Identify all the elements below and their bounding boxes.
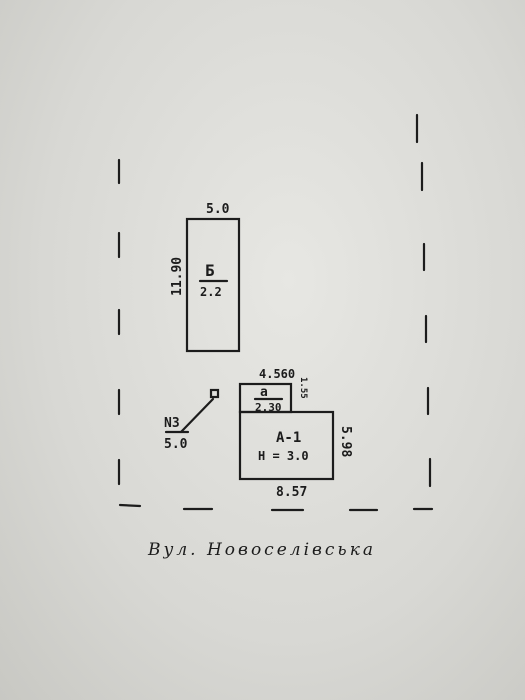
annex-a-value: 2.30 <box>255 401 282 414</box>
building-b-value: 2.2 <box>200 285 222 299</box>
fence-n3-label: N3 <box>164 416 180 431</box>
building-a1-height: Н = 3.0 <box>258 449 309 463</box>
building-a1-label: А-1 <box>276 430 301 446</box>
fence-n3-length: 5.0 <box>164 437 188 452</box>
fence-n3: N3 5.0 <box>164 388 220 452</box>
annex-a-label: а <box>260 385 268 400</box>
building-b: 5.0 11.90 Б 2.2 <box>170 202 241 353</box>
building-b-width: 5.0 <box>206 202 230 217</box>
building-a1: 4.560 1.55 а 2.30 А-1 Н = 3.0 8.57 5.98 <box>238 367 353 500</box>
building-b-length: 11.90 <box>170 257 185 296</box>
plot-boundary <box>117 113 434 512</box>
street-name: Вул. Новоселівська <box>148 540 376 560</box>
building-a1-depth: 5.98 <box>338 426 353 457</box>
annex-a-depth: 1.55 <box>298 377 308 399</box>
annex-a-width: 4.560 <box>259 367 295 381</box>
building-a1-width: 8.57 <box>276 485 307 500</box>
building-b-label: Б <box>205 261 215 280</box>
